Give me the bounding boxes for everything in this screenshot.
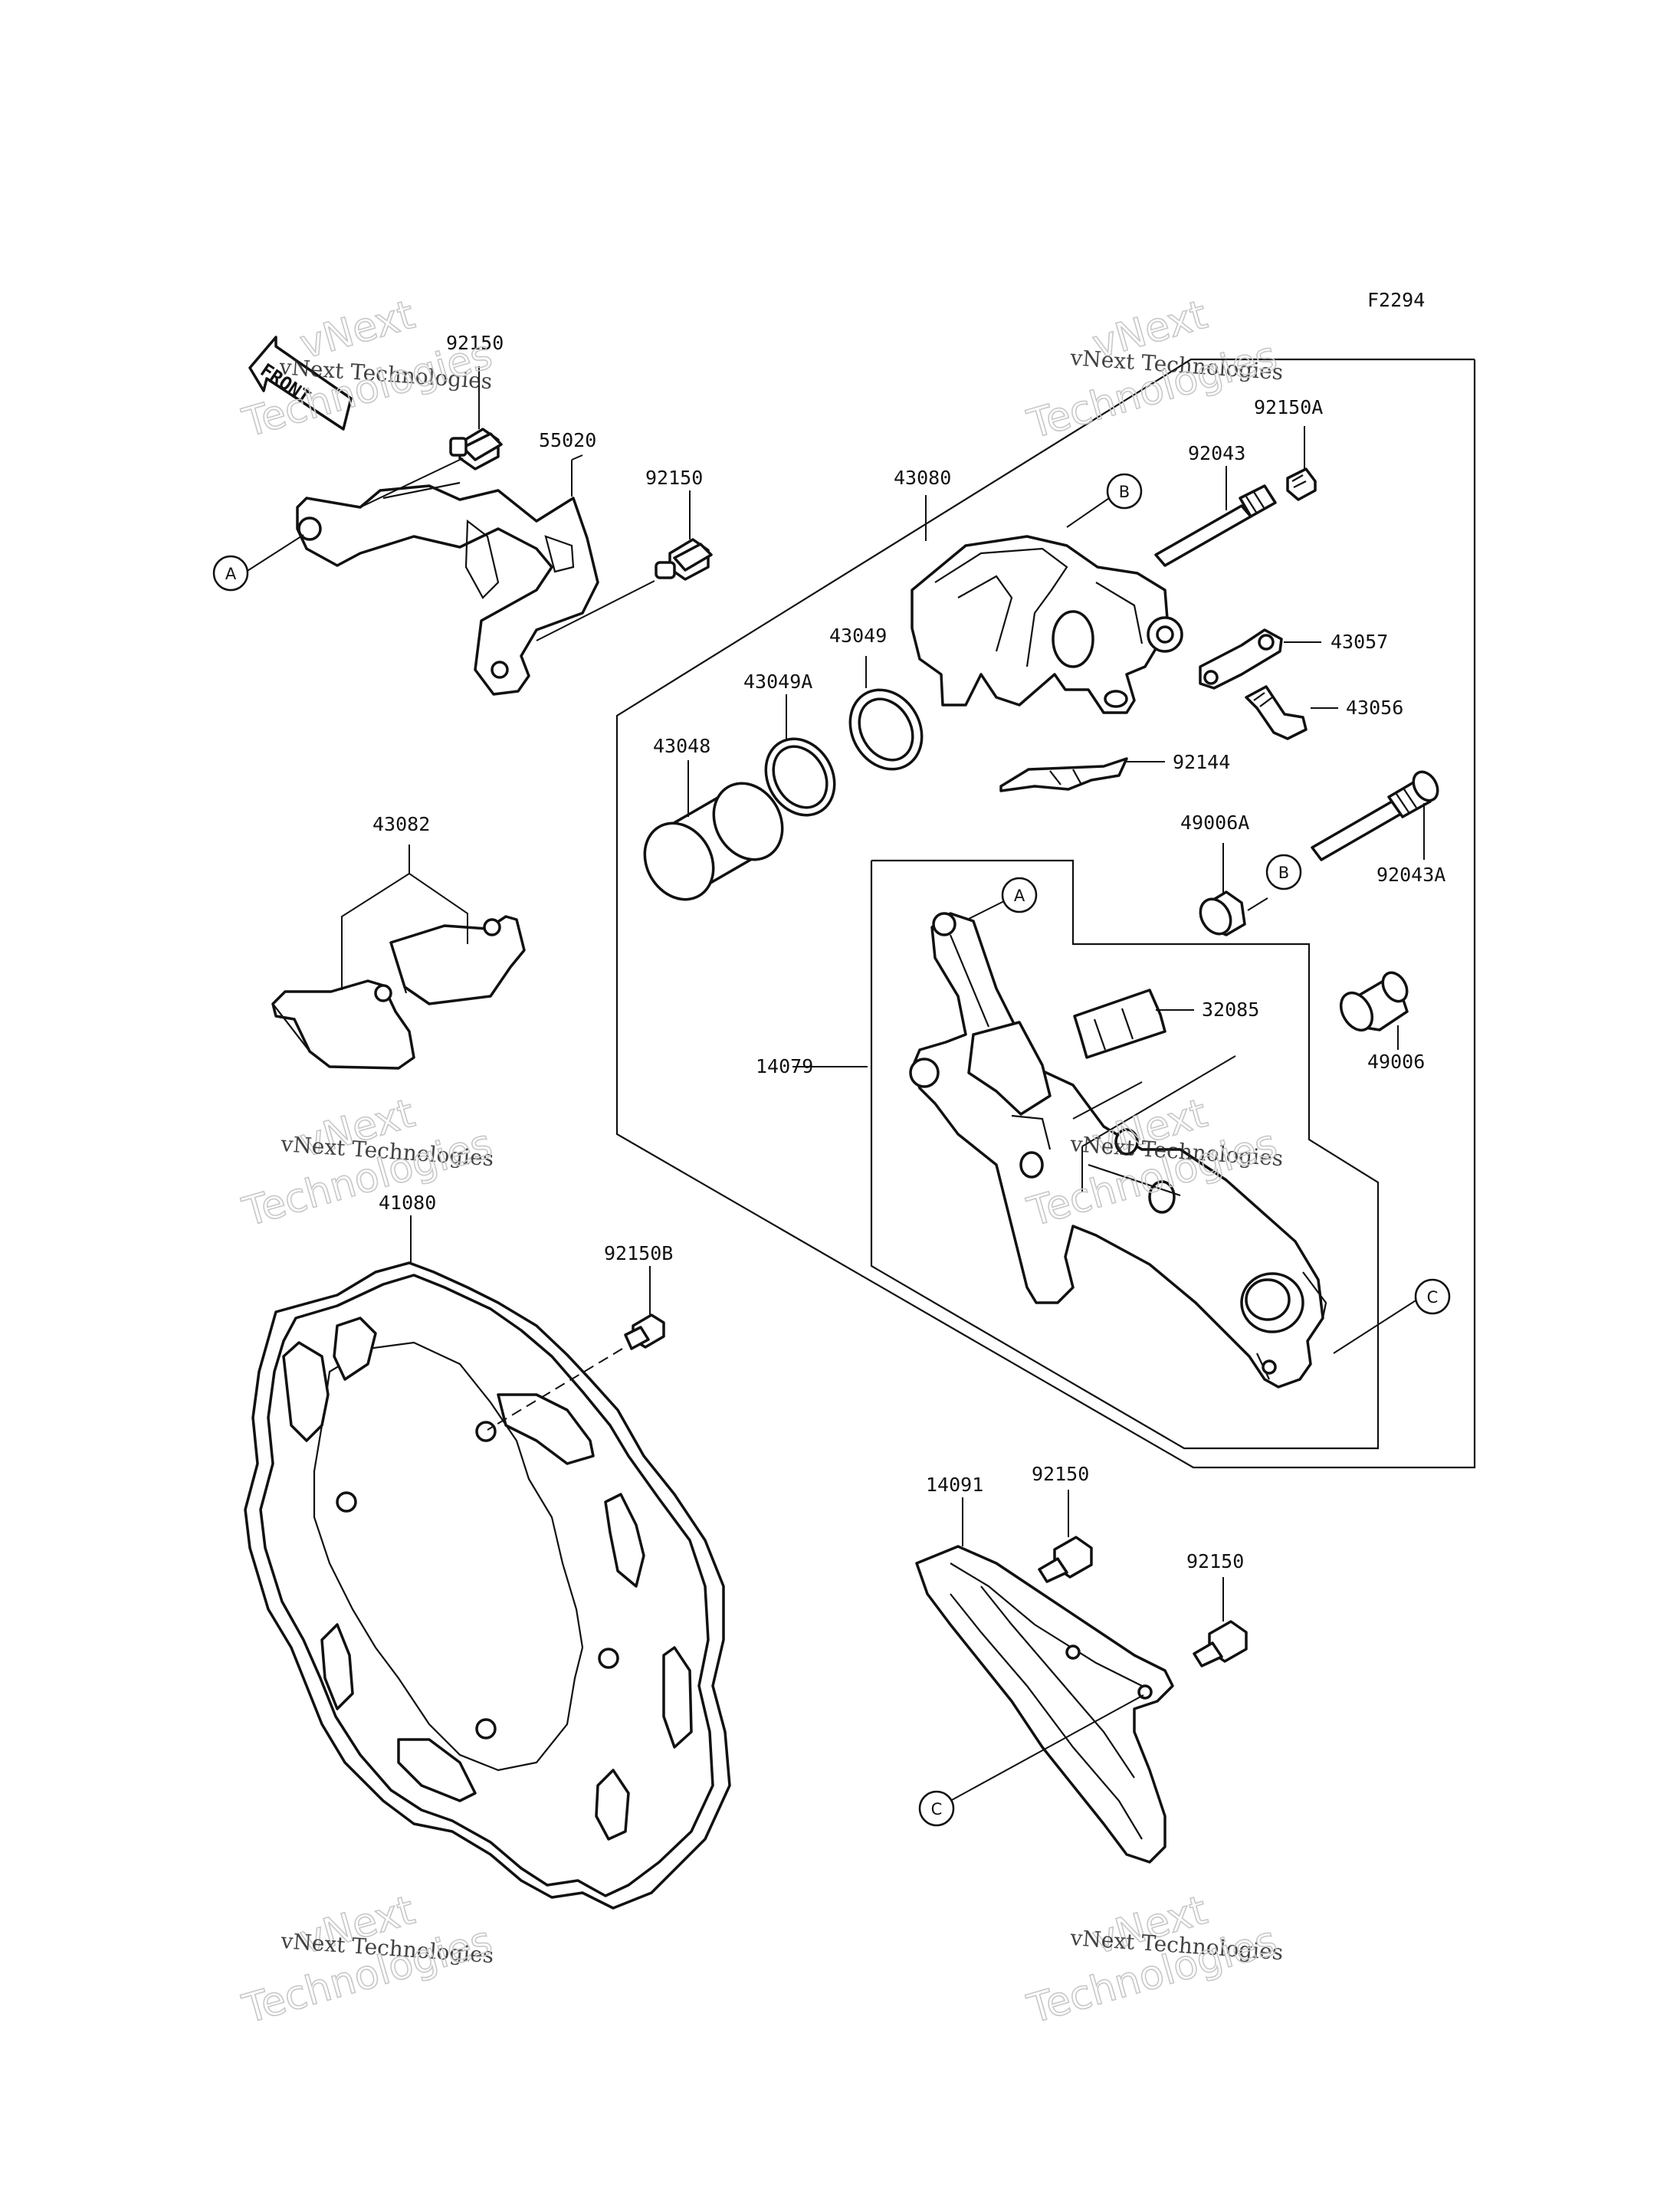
callout-c-right-label: C	[1427, 1288, 1439, 1307]
bleeder-43056	[1245, 685, 1308, 740]
part-label-92150-lower-2: 92150	[1186, 1550, 1244, 1572]
bolt-49006	[1339, 971, 1409, 1031]
bracket-assembly-box	[870, 859, 1380, 1450]
bracket-55020	[296, 481, 599, 696]
piston-43048	[643, 782, 784, 901]
watermark-top-right: vNext vNext Technologies Technologies	[1022, 291, 1284, 448]
callout-b-mid-label: B	[1278, 864, 1289, 882]
plate-43057	[1199, 628, 1283, 690]
part-label-43049: 43049	[829, 625, 887, 647]
part-label-92150-mid: 92150	[645, 467, 703, 489]
part-label-92150A: 92150A	[1254, 396, 1323, 418]
callout-a-left: A	[212, 555, 249, 592]
part-label-43056: 43056	[1346, 697, 1403, 719]
part-label-32085: 32085	[1202, 998, 1259, 1021]
caliper-bracket-14079	[909, 912, 1327, 1389]
part-label-92150B: 92150B	[604, 1242, 673, 1264]
part-label-43082: 43082	[372, 813, 430, 835]
callout-c-lower: C	[918, 1790, 955, 1827]
callout-a-mid-label: A	[1014, 887, 1025, 905]
disc-guard-14091	[915, 1545, 1174, 1864]
front-arrow-icon: FRONT	[248, 336, 353, 431]
part-label-43057: 43057	[1331, 631, 1388, 653]
brake-disc-41080	[244, 1261, 731, 1910]
seal-43049A	[764, 737, 836, 817]
pin-92043	[1154, 484, 1277, 567]
part-label-41080: 41080	[379, 1192, 436, 1214]
callout-c-lower-label: C	[931, 1800, 943, 1818]
seal-43049	[848, 688, 924, 771]
part-label-55020: 55020	[539, 429, 596, 451]
bolt-92150B	[624, 1313, 665, 1350]
part-label-43048: 43048	[653, 735, 710, 757]
part-label-14091: 14091	[926, 1474, 983, 1496]
bolt-92150-mid	[655, 538, 713, 581]
bushing-49006A	[1199, 890, 1246, 936]
part-label-92144: 92144	[1173, 751, 1230, 773]
watermark-bottom-left: vNext vNext Technologies Technologies	[237, 1887, 497, 2033]
brake-pads-43082	[271, 915, 526, 1070]
caliper-body-43080	[911, 535, 1183, 714]
callout-b-top-label: B	[1119, 483, 1130, 501]
watermark-mid-left: vNext vNext Technologies Technologies	[237, 1090, 497, 1236]
cap-92150A	[1286, 467, 1317, 501]
spring-92144	[999, 757, 1128, 792]
callout-b-top: B	[1106, 473, 1143, 510]
part-label-92043: 92043	[1188, 442, 1245, 464]
part-label-92043A: 92043A	[1376, 864, 1445, 886]
bolt-92150-top	[449, 428, 503, 471]
pin-92043A	[1311, 770, 1439, 861]
watermark-bottom-right: vNext vNext Technologies Technologies	[1022, 1887, 1284, 2033]
callout-a-mid: A	[1001, 877, 1038, 913]
part-label-92150-top: 92150	[446, 332, 504, 354]
part-label-43049A: 43049A	[743, 671, 812, 693]
part-label-14079: 14079	[756, 1055, 813, 1077]
callout-b-mid: B	[1265, 854, 1302, 890]
callout-a-left-label: A	[225, 565, 237, 583]
caliper-assembly-box	[615, 358, 1476, 1469]
part-label-43080: 43080	[894, 467, 951, 489]
part-label-49006A: 49006A	[1180, 812, 1249, 834]
bolt-92150-lower-2	[1193, 1620, 1248, 1667]
bolt-92150-lower-1	[1038, 1536, 1093, 1583]
callout-c-right: C	[1414, 1278, 1451, 1315]
part-label-92150-lower-1: 92150	[1032, 1463, 1089, 1485]
part-label-49006: 49006	[1367, 1051, 1425, 1073]
diagram-code: F2294	[1367, 289, 1425, 311]
clip-32085	[1073, 989, 1166, 1059]
